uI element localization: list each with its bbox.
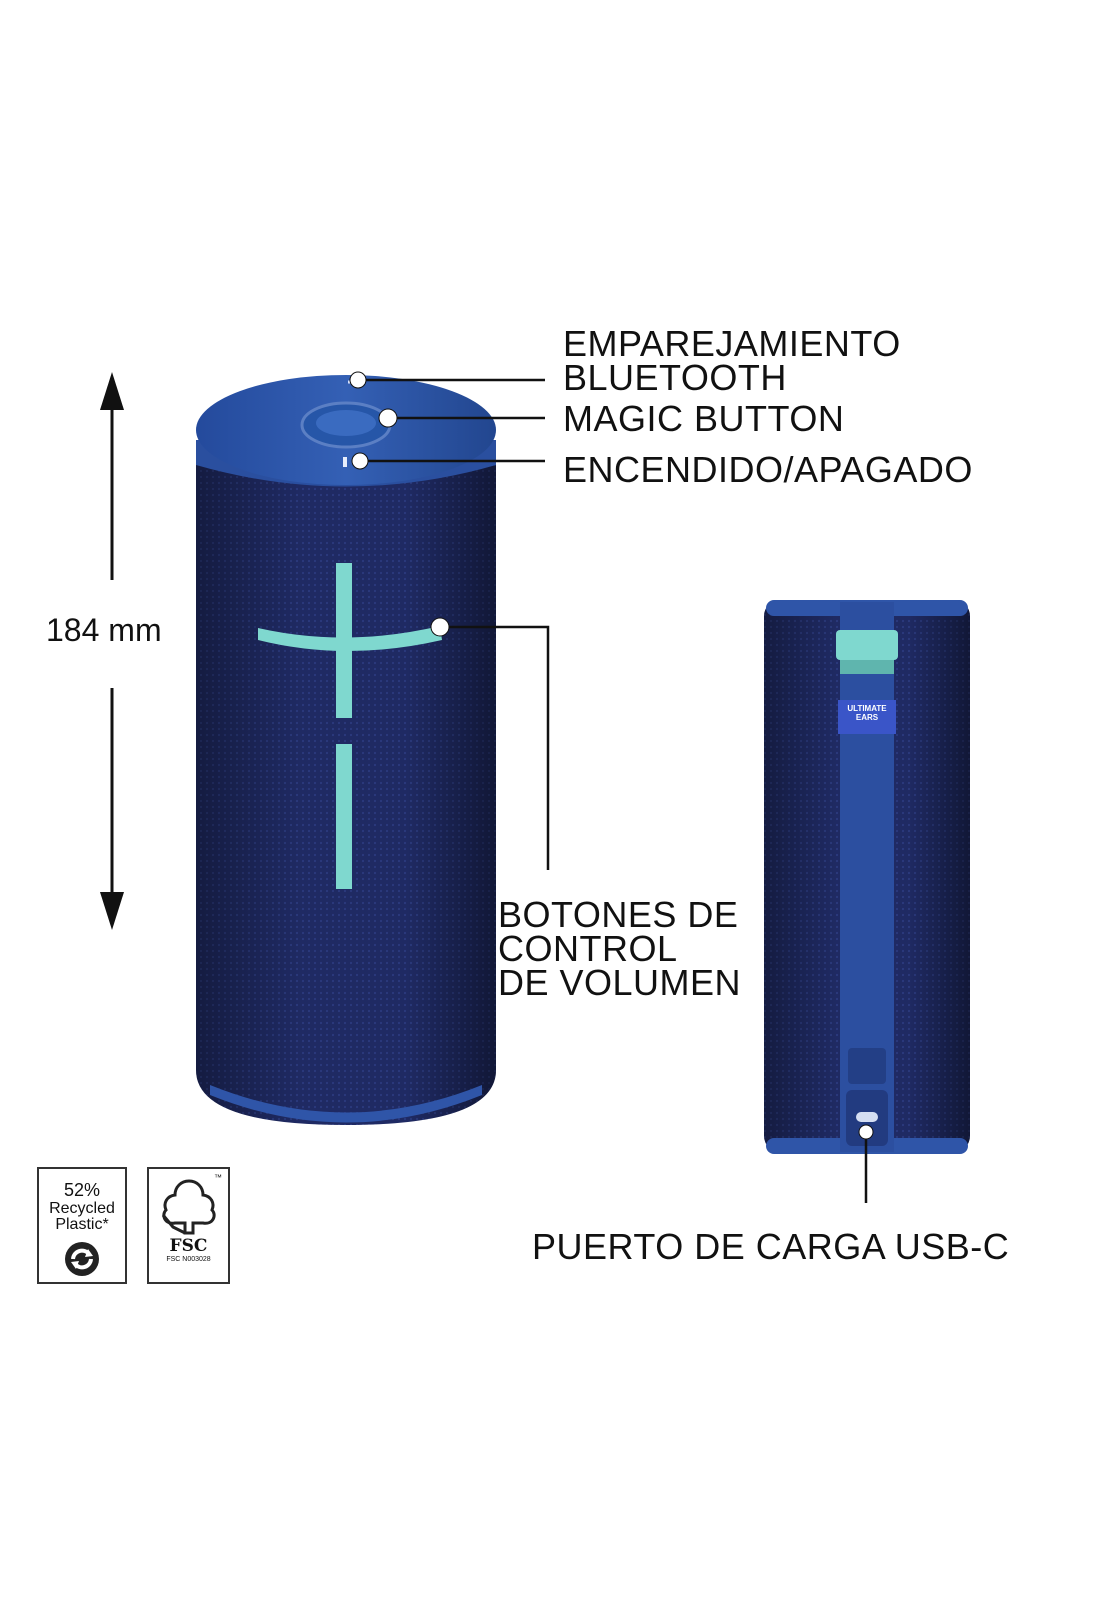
height-dimension-arrow xyxy=(100,372,124,930)
callout-dots xyxy=(349,371,874,1140)
height-label: 184 mm xyxy=(46,612,162,648)
recycled-line-1: Recycled xyxy=(49,1200,115,1217)
callout-lines xyxy=(358,378,868,1203)
recycled-line-2: Plastic* xyxy=(55,1216,109,1233)
callout-bluetooth: EMPAREJAMIENTO BLUETOOTH xyxy=(563,323,901,398)
callout-volume-line-3: DE VOLUMEN xyxy=(498,962,742,1003)
fsc-badge: ™ FSC FSC N003028 xyxy=(147,1167,230,1284)
fsc-trademark: ™ xyxy=(214,1173,222,1182)
strap-brand-line-1: ULTIMATE xyxy=(847,704,887,713)
callout-volume-line-1: BOTONES DE xyxy=(498,894,739,935)
fsc-mark: FSC xyxy=(169,1236,208,1256)
callout-magic-button: MAGIC BUTTON xyxy=(563,398,845,439)
front-speaker xyxy=(196,375,496,1125)
callout-power: ENCENDIDO/APAGADO xyxy=(563,449,973,490)
fsc-tree-icon xyxy=(161,1179,216,1235)
callout-volume: BOTONES DE CONTROL DE VOLUMEN xyxy=(498,894,742,1003)
recycled-plastic-badge: 52% Recycled Plastic* xyxy=(37,1167,127,1284)
fsc-license-code: FSC N003028 xyxy=(166,1256,211,1263)
callout-bluetooth-line-1: EMPAREJAMIENTO xyxy=(563,323,901,364)
strap-brand-line-2: EARS xyxy=(855,713,879,722)
callout-bluetooth-line-2: BLUETOOTH xyxy=(563,357,787,398)
callout-volume-line-2: CONTROL xyxy=(498,928,678,969)
strap-brand-label: ULTIMATE EARS xyxy=(838,704,896,722)
recycle-icon xyxy=(65,1242,99,1276)
recycled-percent: 52% xyxy=(63,1180,101,1200)
back-speaker xyxy=(764,600,970,1154)
callout-usb-c: PUERTO DE CARGA USB-C xyxy=(532,1226,1010,1267)
